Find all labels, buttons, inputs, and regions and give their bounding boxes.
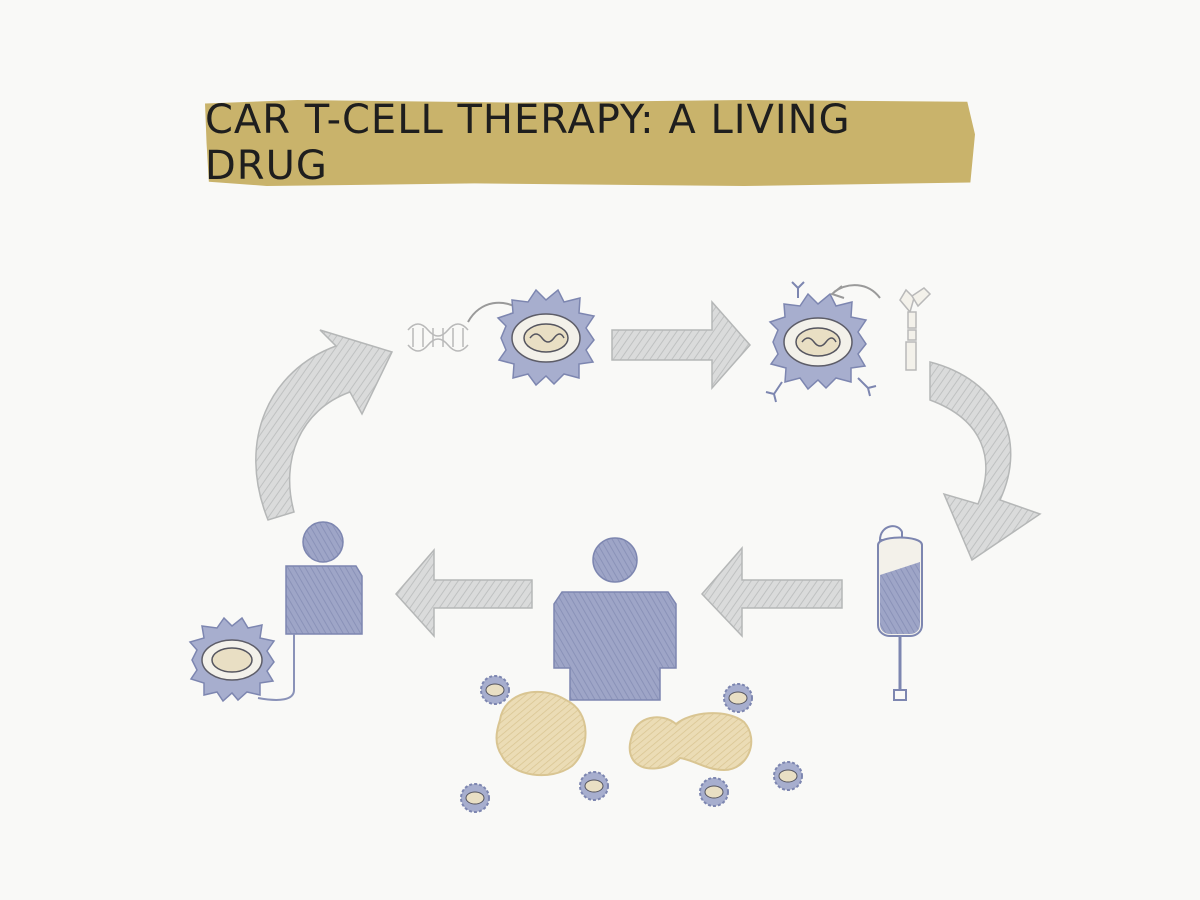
tumor-cell-icon bbox=[495, 690, 587, 777]
title-banner bbox=[205, 100, 975, 186]
dna-icon bbox=[407, 323, 469, 352]
page-title: CAR T-CELL THERAPY: A LIVING DRUG bbox=[205, 97, 851, 189]
small-t-cell-icon bbox=[460, 675, 803, 813]
arrow-curve-left bbox=[255, 329, 394, 521]
t-cell-icon bbox=[496, 288, 596, 387]
extracted-t-cell-icon bbox=[188, 616, 276, 703]
car-receptor-icon bbox=[899, 287, 932, 371]
arrow-left-bottom-right bbox=[700, 545, 843, 638]
arrow-curve-right bbox=[929, 361, 1042, 562]
tumor-cell-icon bbox=[628, 712, 753, 772]
patient-icon bbox=[553, 537, 677, 701]
infusion-bag-icon bbox=[877, 525, 923, 701]
arrow-left-bottom-left bbox=[394, 547, 533, 638]
arrow-right-top bbox=[611, 300, 752, 390]
car-t-cell-icon bbox=[765, 281, 877, 403]
donor-icon bbox=[257, 521, 363, 701]
